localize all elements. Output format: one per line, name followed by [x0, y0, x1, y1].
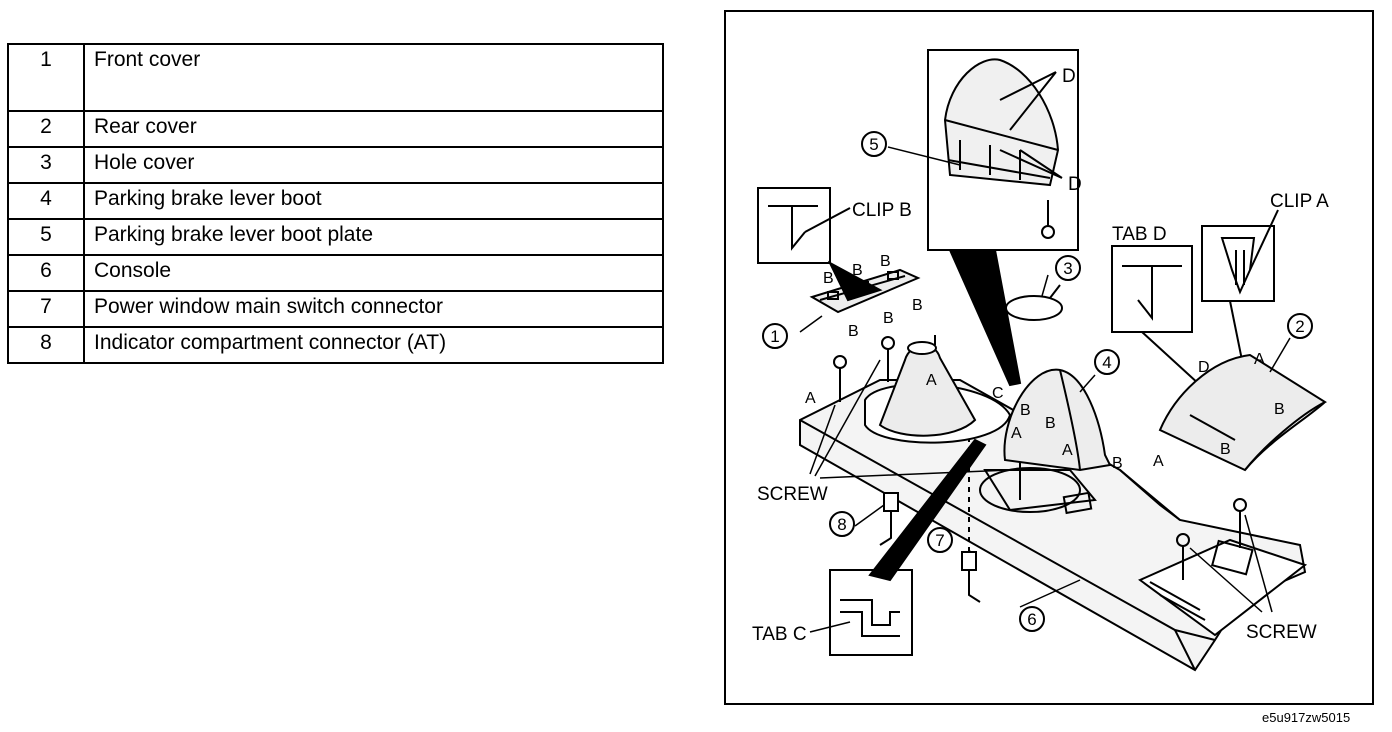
marker-a: A [926, 372, 937, 389]
callout-circle [861, 131, 887, 157]
marker-b: B [848, 323, 859, 340]
callout-1: 1 [770, 327, 779, 346]
hole-cover [1005, 295, 1063, 321]
marker-b: B [1045, 415, 1056, 432]
marker-b: B [1112, 455, 1123, 472]
table-row: 8 Indicator compartment connector (AT) [7, 326, 664, 364]
table-row: 3 Hole cover [7, 146, 664, 184]
clip-b-inset [757, 187, 883, 302]
boot-plate-inset [927, 49, 1079, 387]
callout-2: 2 [1295, 317, 1304, 336]
callout-4: 4 [1102, 353, 1111, 372]
parking-brake-boot [1003, 368, 1112, 472]
callout-circle [1019, 606, 1045, 632]
parts-table: 1 Front cover 2 Rear cover 3 Hole cover … [7, 43, 664, 364]
marker-b: B [1020, 402, 1031, 419]
table-row: 2 Rear cover [7, 110, 664, 148]
table-row: 4 Parking brake lever boot [7, 182, 664, 220]
part-number: 8 [7, 326, 85, 364]
part-name: Parking brake lever boot plate [83, 218, 664, 256]
marker-d: D [1068, 174, 1082, 195]
rear-cover [1158, 353, 1328, 472]
part-name: Power window main switch connector [83, 290, 664, 328]
part-number: 7 [7, 290, 85, 328]
callout-circle [927, 527, 953, 553]
marker-a: A [805, 390, 816, 407]
callout-6: 6 [1027, 610, 1036, 629]
callout-7: 7 [935, 531, 944, 550]
part-number: 4 [7, 182, 85, 220]
callout-circle [762, 323, 788, 349]
callout-5: 5 [869, 135, 878, 154]
label-tab-c: TAB C [752, 624, 807, 645]
marker-a: A [1153, 453, 1164, 470]
part-number: 6 [7, 254, 85, 292]
part-number: 2 [7, 110, 85, 148]
connector-7 [961, 440, 981, 603]
marker-b: B [823, 270, 834, 287]
label-clip-b: CLIP B [852, 200, 912, 221]
label-clip-a: CLIP A [1270, 191, 1329, 212]
marker-a: A [1011, 425, 1022, 442]
label-tab-d: TAB D [1112, 224, 1167, 245]
connector-8 [879, 492, 899, 546]
part-number: 3 [7, 146, 85, 184]
marker-d: D [1198, 359, 1210, 376]
part-name: Console [83, 254, 664, 292]
marker-b: B [883, 310, 894, 327]
part-number: 5 [7, 218, 85, 256]
table-row: 7 Power window main switch connector [7, 290, 664, 328]
table-row: 1 Front cover [7, 43, 664, 112]
part-name: Indicator compartment connector (AT) [83, 326, 664, 364]
marker-b: B [912, 297, 923, 314]
callout-circle [829, 511, 855, 537]
marker-b: B [1274, 401, 1285, 418]
console-body [799, 335, 1308, 672]
marker-a: A [1062, 442, 1073, 459]
part-name: Parking brake lever boot [83, 182, 664, 220]
callout-circle [1287, 313, 1313, 339]
label-screw-right: SCREW [1246, 622, 1317, 643]
part-name: Rear cover [83, 110, 664, 148]
part-name: Front cover [83, 43, 664, 112]
clip-a-inset [1201, 209, 1279, 376]
tab-c-inset [829, 438, 987, 656]
marker-d: D [1062, 66, 1076, 87]
callout-3: 3 [1063, 259, 1072, 278]
callout-circle [1094, 349, 1120, 375]
callout-8: 8 [837, 515, 846, 534]
part-number: 1 [7, 43, 85, 112]
marker-b: B [1220, 441, 1231, 458]
marker-a: A [1254, 351, 1265, 368]
diagram-frame [724, 10, 1374, 705]
table-row: 6 Console [7, 254, 664, 292]
label-screw-left: SCREW [757, 484, 828, 505]
marker-b: B [852, 262, 863, 279]
tab-d-inset [1111, 245, 1201, 386]
part-name: Hole cover [83, 146, 664, 184]
marker-c: C [992, 385, 1004, 402]
marker-b: B [880, 253, 891, 270]
table-row: 5 Parking brake lever boot plate [7, 218, 664, 256]
callout-circle [1055, 255, 1081, 281]
image-code: e5u917zw5015 [1262, 710, 1351, 725]
